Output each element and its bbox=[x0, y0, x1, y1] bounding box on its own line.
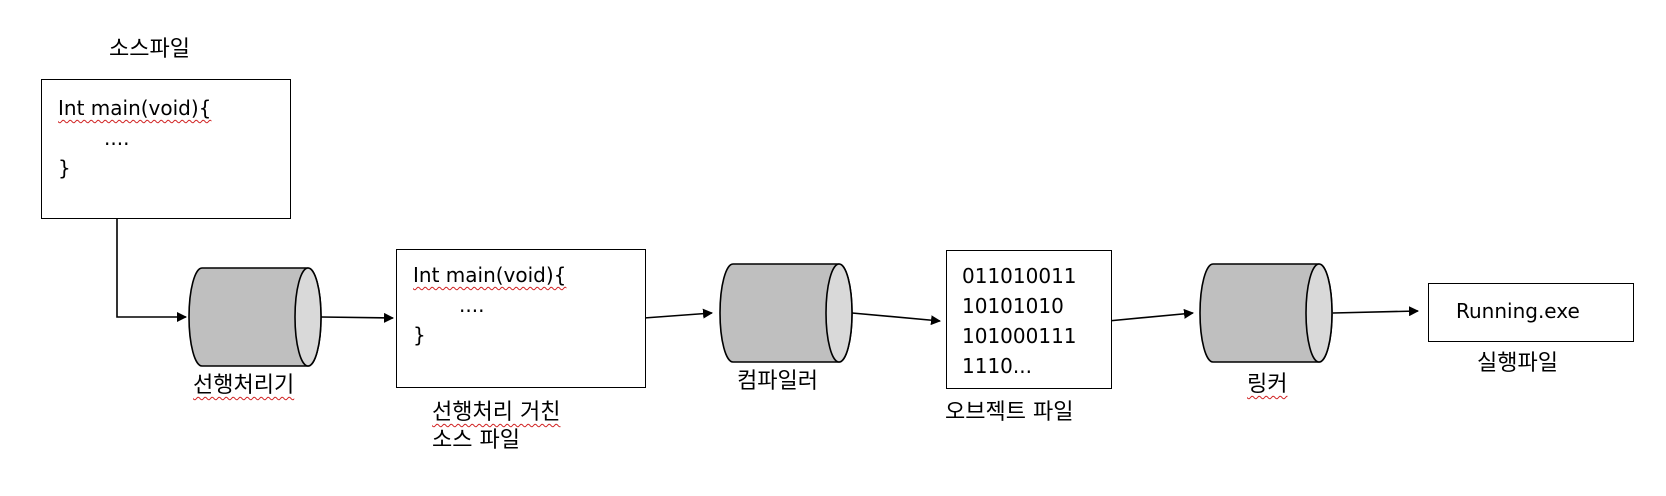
preprocessed-code-line-1-text: Int main(void){ bbox=[413, 263, 567, 287]
arrow-linker-to-executable bbox=[1332, 306, 1419, 317]
arrow-object-to-linker bbox=[1107, 308, 1194, 322]
arrow-preprocessed-to-compiler bbox=[643, 308, 713, 319]
preprocessed-file-label-line-1-text: 선행처리 거친 bbox=[432, 400, 561, 425]
object-code-line-3: 101000111 bbox=[962, 324, 1077, 348]
preprocessor-cylinder bbox=[188, 267, 322, 367]
executable-name: Running.exe bbox=[1456, 299, 1580, 323]
arrow-source-to-preprocessor bbox=[116, 219, 187, 322]
compiler-label: 컴파일러 bbox=[737, 369, 818, 394]
preprocessed-file-label-line-1: 선행처리 거친 bbox=[432, 399, 560, 427]
source-code-line-2: .... bbox=[104, 126, 130, 150]
arrow-compiler-to-object bbox=[851, 312, 941, 326]
preprocessed-file-label: 선행처리 거친 소스 파일 bbox=[432, 399, 560, 455]
preprocessed-code-block: Int main(void){ .... } bbox=[413, 260, 566, 350]
preprocessed-code-line-2: .... bbox=[459, 293, 485, 317]
object-code-line-1: 011010011 bbox=[962, 264, 1077, 288]
preprocessed-code-line-1: Int main(void){ bbox=[413, 260, 566, 290]
linker-label: 링커 bbox=[1247, 372, 1288, 397]
arrow-preprocessor-to-preprocessed bbox=[320, 312, 394, 323]
object-code-block: 011010011 10101010 101000111 1110... bbox=[962, 261, 1077, 381]
executable-box: Running.exe bbox=[1428, 283, 1634, 342]
preprocessed-file-label-line-2: 소스 파일 bbox=[432, 428, 520, 453]
source-code-line-1: Int main(void){ bbox=[58, 93, 211, 123]
object-file-label: 오브젝트 파일 bbox=[945, 400, 1074, 425]
object-code-line-4: 1110... bbox=[962, 354, 1032, 378]
source-file-box: Int main(void){ .... } bbox=[41, 79, 291, 219]
preprocessed-file-box: Int main(void){ .... } bbox=[396, 249, 646, 388]
executable-label: 실행파일 bbox=[1477, 351, 1558, 376]
object-file-box: 011010011 10101010 101000111 1110... bbox=[946, 250, 1112, 389]
source-file-title: 소스파일 bbox=[109, 37, 190, 62]
preprocessor-label: 선행처리기 bbox=[193, 373, 295, 398]
source-code-line-3: } bbox=[58, 156, 71, 180]
linker-cylinder bbox=[1199, 263, 1333, 363]
source-code-line-1-text: Int main(void){ bbox=[58, 96, 212, 120]
object-code-line-2: 10101010 bbox=[962, 294, 1064, 318]
source-code-block: Int main(void){ .... } bbox=[58, 93, 211, 183]
compiler-cylinder bbox=[719, 263, 853, 363]
preprocessed-code-line-3: } bbox=[413, 323, 426, 347]
